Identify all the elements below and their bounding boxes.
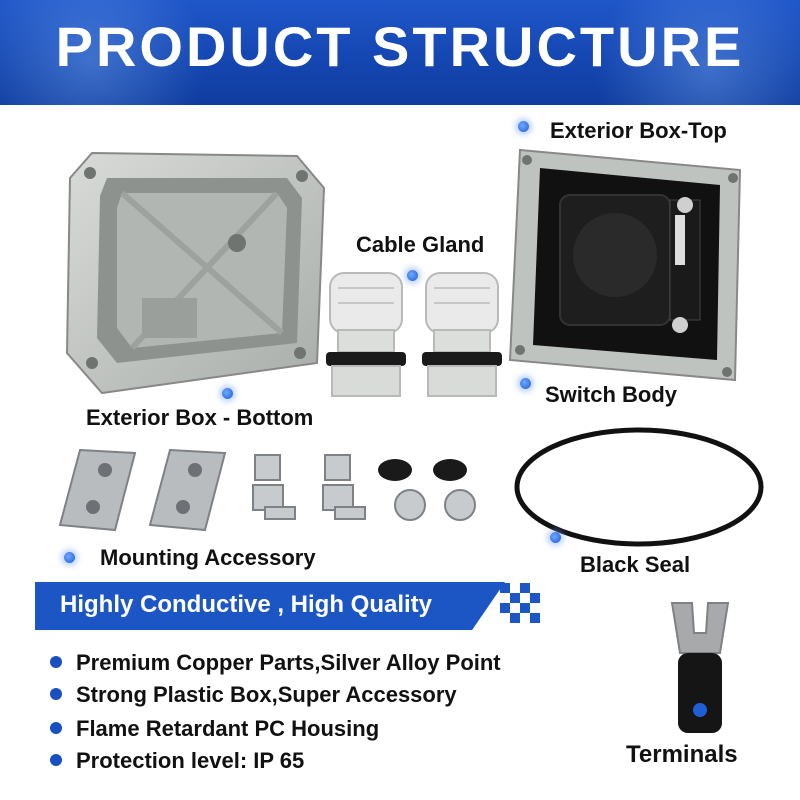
cable-gland-label: Cable Gland <box>356 232 485 257</box>
feature-item: Strong Plastic Box,Super Accessory <box>50 682 457 708</box>
exterior-top-dot <box>518 121 529 132</box>
feature-item: Protection level: IP 65 <box>50 748 304 774</box>
bullet-icon <box>50 688 62 701</box>
mounting-label: Mounting Accessory <box>100 545 316 570</box>
terminals-label: Terminals <box>626 741 738 768</box>
bullet-icon <box>50 722 62 735</box>
bullet-icon <box>50 754 62 767</box>
exterior-box-bottom-image <box>65 151 326 395</box>
switch-body-label: Switch Body <box>545 382 678 407</box>
black-seal-image <box>514 427 764 547</box>
quality-banner: Highly Conductive , High Quality <box>35 582 505 630</box>
mounting-accessory-image <box>58 448 476 532</box>
mounting-dot <box>64 552 75 563</box>
cable-gland-image <box>326 272 502 397</box>
exterior-bottom-dot <box>222 388 233 399</box>
black-seal-dot <box>550 532 561 543</box>
switch-body-dot <box>520 378 531 389</box>
cable-gland-dot <box>407 270 418 281</box>
exterior-top-label: Exterior Box-Top <box>550 118 727 143</box>
exterior-bottom-label: Exterior Box - Bottom <box>86 405 314 430</box>
feature-item: Premium Copper Parts,Silver Alloy Point <box>50 650 501 676</box>
page-title: PRODUCT STRUCTURE <box>55 15 745 78</box>
bullet-icon <box>50 656 62 669</box>
black-seal-label: Black Seal <box>580 552 691 577</box>
terminals-image <box>670 602 730 733</box>
banner-text: Highly Conductive , High Quality <box>60 591 433 618</box>
feature-item: Flame Retardant PC Housing <box>50 716 379 742</box>
exterior-box-top-image <box>508 148 742 382</box>
header-banner: PRODUCT STRUCTURE <box>0 0 800 105</box>
checkered-flag-icon <box>500 583 540 623</box>
